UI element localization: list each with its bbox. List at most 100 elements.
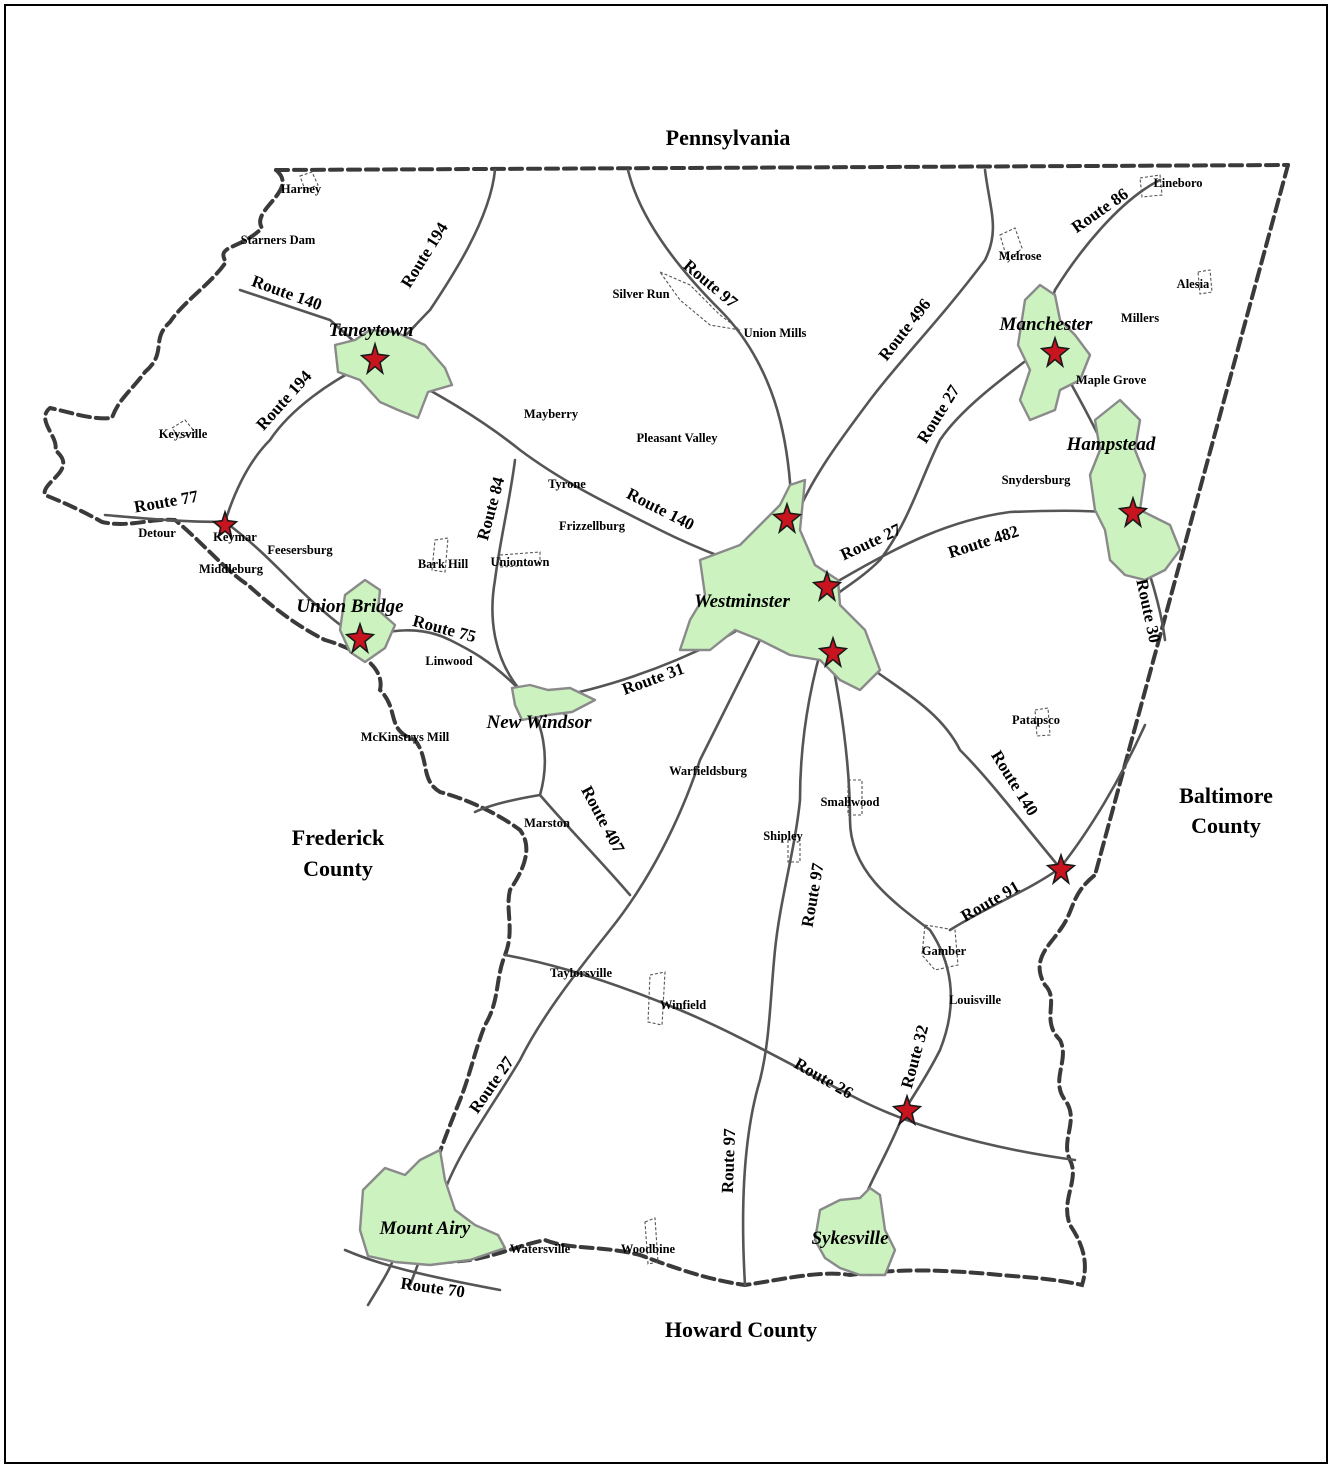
label-snydersburg: Snydersburg	[1002, 473, 1072, 487]
road-route-27-north	[828, 348, 1042, 602]
label-route-97-south: Route 97	[718, 1128, 739, 1194]
road-route-32	[828, 648, 953, 1277]
villages	[171, 171, 1213, 1265]
label-union-mills: Union Mills	[744, 326, 807, 340]
label-frederick-county: County	[303, 856, 373, 881]
label-route-31: Route 31	[619, 659, 686, 699]
village-outline-lineboro	[1139, 174, 1163, 198]
label-route-27-north: Route 27	[913, 381, 964, 446]
label-route-75: Route 75	[411, 611, 478, 646]
label-smallwood: Smallwood	[820, 795, 879, 809]
star-icon	[211, 509, 239, 539]
label-route-140-east: Route 140	[987, 747, 1042, 819]
label-watersville: Watersville	[510, 1242, 571, 1256]
label-keysville: Keysville	[159, 427, 208, 441]
label-route-77: Route 77	[133, 487, 200, 517]
label-louisville: Louisville	[949, 993, 1002, 1007]
region-labels: Pennsylvania Howard County Frederick Cou…	[292, 125, 1273, 1342]
label-manchester: Manchester	[999, 314, 1094, 335]
label-middleburg: Middleburg	[199, 562, 264, 576]
village-outline-winfield	[647, 971, 666, 1026]
label-hampstead: Hampstead	[1066, 434, 1156, 455]
star-icon	[1045, 852, 1077, 886]
label-route-27-center: Route 27	[837, 520, 904, 565]
label-taylorsville: Taylorsville	[550, 966, 612, 980]
label-route-97-north: Route 97	[680, 256, 742, 312]
star-icon	[771, 501, 803, 535]
label-warfieldsburg: Warfieldsburg	[669, 764, 748, 778]
road-route-77	[103, 513, 227, 524]
town-area-sykesville	[813, 1186, 897, 1277]
village-outline-uniontown	[499, 551, 541, 568]
label-taneytown: Taneytown	[329, 320, 414, 341]
label-tyrone: Tyrone	[548, 477, 586, 491]
village-outline-woodbine	[644, 1217, 659, 1265]
star-icon	[891, 1093, 923, 1127]
road-network	[103, 168, 1167, 1307]
road-route-26	[503, 953, 1077, 1162]
label-frizzellburg: Frizzellburg	[559, 519, 626, 533]
label-pennsylvania: Pennsylvania	[666, 125, 791, 150]
label-route-26: Route 26	[791, 1054, 857, 1103]
village-outline-patapsco	[1034, 707, 1051, 737]
label-millers: Millers	[1121, 311, 1159, 325]
village-outline-shipley	[787, 839, 801, 863]
label-new-windsor: New Windsor	[485, 712, 592, 733]
town-area-new-windsor	[510, 683, 597, 722]
label-mount-airy: Mount Airy	[379, 1218, 471, 1239]
village-outline-melrose	[999, 227, 1023, 264]
label-route-91: Route 91	[957, 877, 1023, 926]
town-area-westminster	[678, 478, 882, 692]
label-baltimore: Baltimore	[1179, 783, 1273, 808]
star-icon	[811, 569, 843, 603]
star-icon	[359, 341, 391, 376]
label-alesia: Alesia	[1177, 277, 1210, 291]
label-melrose: Melrose	[999, 249, 1042, 263]
road-marston-link	[473, 793, 542, 814]
village-outline-bark-hill	[431, 537, 449, 573]
label-harney: Harney	[281, 182, 322, 196]
star-icon	[817, 635, 849, 669]
star-icon	[1039, 335, 1071, 369]
label-linwood: Linwood	[425, 654, 472, 668]
label-frederick: Frederick	[292, 825, 385, 850]
boundary-east	[1093, 163, 1290, 877]
label-maple-grove: Maple Grove	[1076, 373, 1147, 387]
town-area-hampstead	[1088, 398, 1182, 582]
label-detour: Detour	[138, 526, 176, 540]
boundary-north	[274, 163, 1290, 172]
village-outline-union-mills	[658, 270, 741, 331]
label-pleasant-valley: Pleasant Valley	[637, 431, 719, 445]
road-route-97-south	[741, 618, 832, 1287]
town-labels: Taneytown Manchester Hampstead Westminst…	[296, 314, 1155, 1249]
town-area-mount-airy	[358, 1148, 507, 1267]
label-route-70: Route 70	[399, 1274, 466, 1302]
route-labels: Route 194 Route 194 Route 140 Route 140 …	[133, 184, 1165, 1301]
label-shipley: Shipley	[763, 829, 803, 843]
label-starners-dam: Starners Dam	[241, 233, 316, 247]
road-route-84	[491, 458, 522, 692]
label-mayberry: Mayberry	[524, 407, 579, 421]
label-sykesville: Sykesville	[811, 1228, 889, 1249]
label-route-140-center: Route 140	[624, 484, 698, 534]
boundary-west-south	[42, 168, 1097, 1288]
star-markers	[211, 335, 1149, 1127]
label-gamber: Gamber	[922, 944, 967, 958]
label-bark-hill: Bark Hill	[418, 557, 469, 571]
village-outline-keysville	[171, 419, 196, 439]
label-route-482: Route 482	[946, 521, 1021, 562]
village-outline-gamber	[921, 924, 959, 971]
road-route-70	[343, 1248, 502, 1292]
map-frame	[4, 4, 1328, 1464]
town-area-taneytown	[333, 328, 454, 420]
star-icon	[1117, 495, 1149, 529]
place-labels: Harney Starners Dam Keysville Detour Key…	[138, 176, 1210, 1256]
label-mckinstrys-mill: McKinstrys Mill	[361, 730, 450, 744]
label-route-32: Route 32	[897, 1023, 932, 1090]
label-keymar: Keymar	[213, 530, 257, 544]
label-woodbine: Woodbine	[621, 1242, 676, 1256]
label-patapsco: Patapsco	[1012, 713, 1060, 727]
label-winfield: Winfield	[660, 998, 706, 1012]
label-marston: Marston	[524, 816, 570, 830]
